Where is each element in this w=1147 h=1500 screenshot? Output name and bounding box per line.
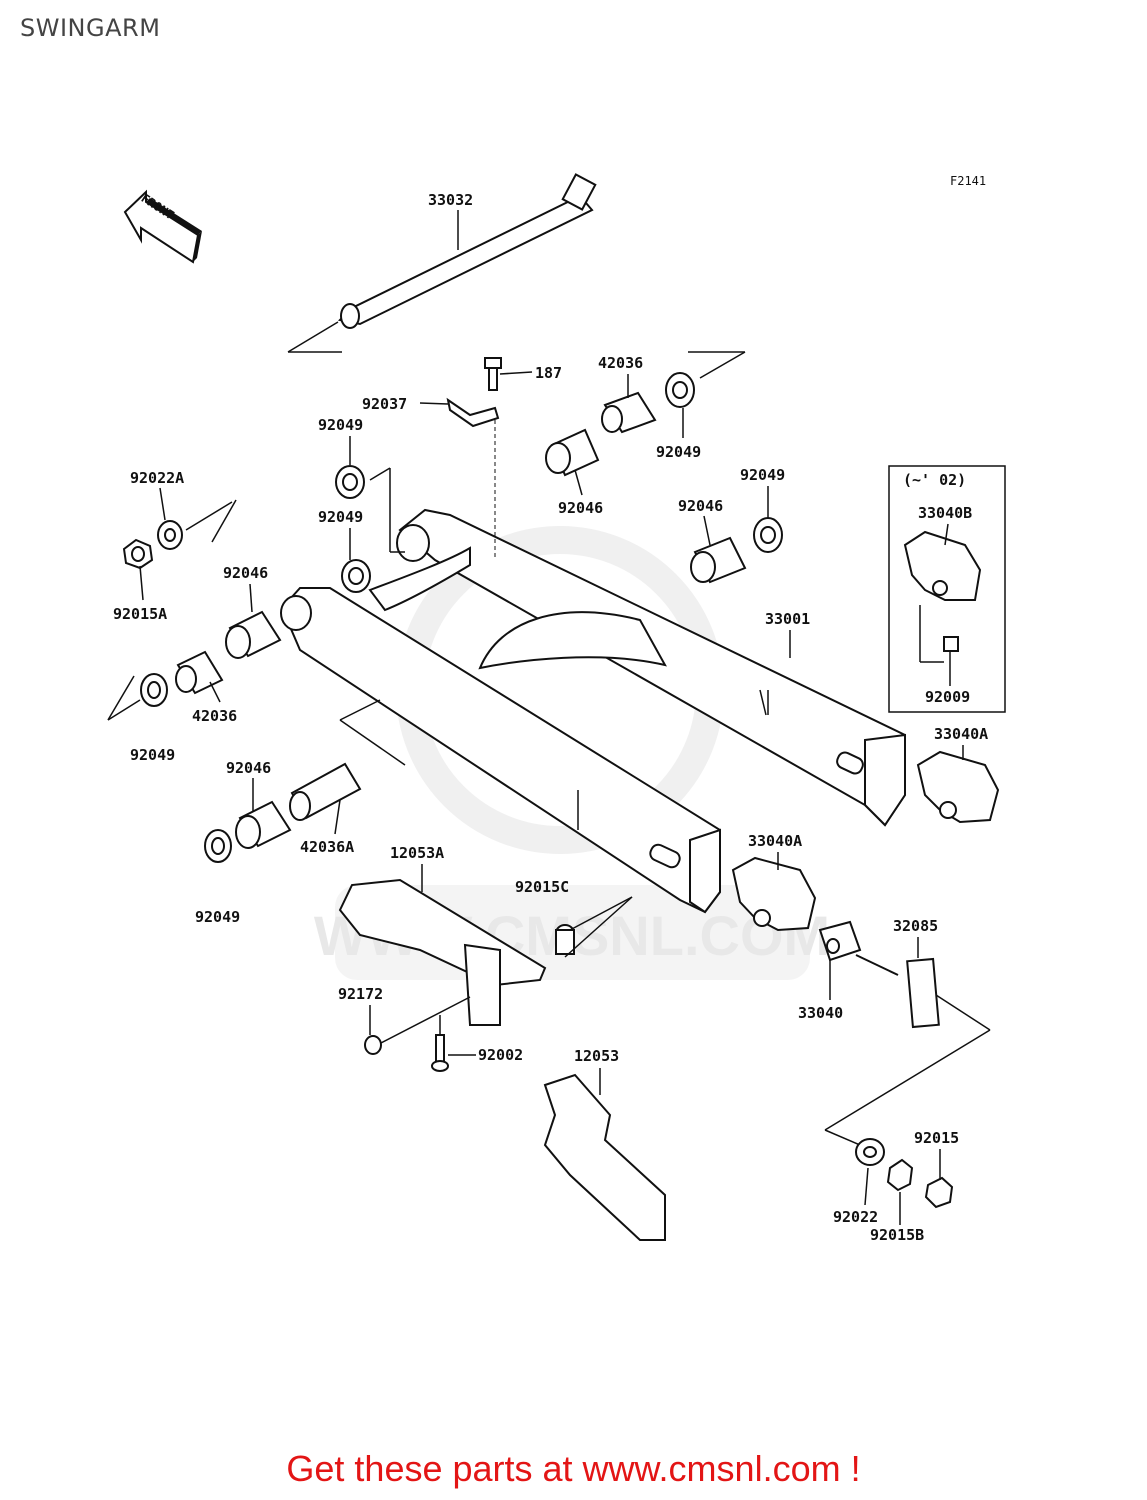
promo-link[interactable]: Get these parts at www.cmsnl.com ! bbox=[286, 1448, 861, 1489]
part-label: 92015C bbox=[515, 878, 569, 896]
swingarm-exploded-diagram: WWW.CMSNL.COM FRONT F2141 bbox=[107, 173, 1006, 1244]
part-label: 92049 bbox=[318, 416, 363, 434]
part-labels: 33032 187 42036 92037 92049 92049 92049 … bbox=[113, 191, 988, 1244]
part-label: 92049 bbox=[130, 746, 175, 764]
part-label: 92009 bbox=[925, 688, 970, 706]
figure-code: F2141 bbox=[950, 174, 986, 188]
chain-guard bbox=[338, 878, 666, 1241]
part-label: 32085 bbox=[893, 917, 938, 935]
part-label: 33040 bbox=[798, 1004, 843, 1022]
pivot-shaft bbox=[287, 173, 597, 353]
part-label: 33032 bbox=[428, 191, 473, 209]
part-label: 33040B bbox=[918, 504, 972, 522]
part-label: 92046 bbox=[226, 759, 271, 777]
part-label: 92046 bbox=[223, 564, 268, 582]
part-label: 92037 bbox=[362, 395, 407, 413]
part-label: 33001 bbox=[765, 610, 810, 628]
right-pivot-parts bbox=[335, 351, 783, 593]
part-label: 92015A bbox=[113, 605, 167, 623]
part-label: 33040A bbox=[748, 832, 802, 850]
part-label: 12053A bbox=[390, 844, 444, 862]
part-label: 92015 bbox=[914, 1129, 959, 1147]
part-label: 92049 bbox=[740, 466, 785, 484]
part-label: 92022 bbox=[833, 1208, 878, 1226]
leader-lines bbox=[139, 210, 964, 1225]
part-label: 42036 bbox=[598, 354, 643, 372]
part-label: 92046 bbox=[558, 499, 603, 517]
chain-adjusters bbox=[731, 465, 1006, 1209]
part-label: 92049 bbox=[195, 908, 240, 926]
front-arrow-icon: FRONT bbox=[123, 189, 202, 264]
part-label: 92049 bbox=[318, 508, 363, 526]
part-label: 92046 bbox=[678, 497, 723, 515]
variant-note: (~' 02) bbox=[903, 471, 966, 489]
part-label: 92172 bbox=[338, 985, 383, 1003]
part-label: 187 bbox=[535, 364, 562, 382]
part-label: 92002 bbox=[478, 1046, 523, 1064]
part-label: 12053 bbox=[574, 1047, 619, 1065]
part-label: 92015B bbox=[870, 1226, 924, 1244]
part-label: 42036 bbox=[192, 707, 237, 725]
part-label: 92049 bbox=[656, 443, 701, 461]
page-title: SWINGARM bbox=[20, 14, 161, 42]
part-label: 92022A bbox=[130, 469, 184, 487]
part-label: 42036A bbox=[300, 838, 354, 856]
part-label: 33040A bbox=[934, 725, 988, 743]
swingarm-body bbox=[280, 508, 906, 914]
left-pivot-parts bbox=[107, 499, 362, 863]
